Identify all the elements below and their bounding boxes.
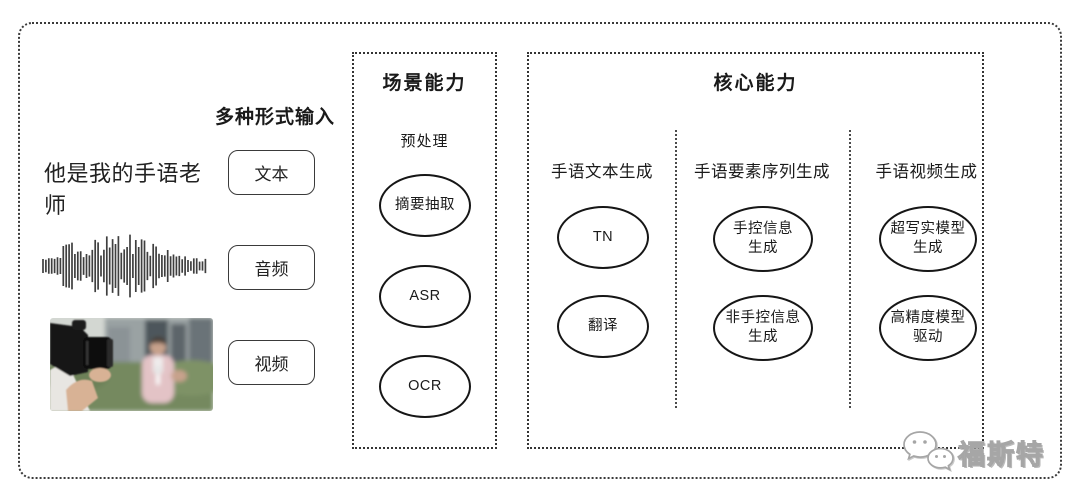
scene-box-title: 场景能力 [382, 73, 467, 94]
node-label: 高精度模型 [890, 310, 966, 327]
node-label: 驱动 [913, 329, 943, 345]
node-asr: ASR [379, 265, 471, 328]
column-header: 手语视频生成 [875, 163, 978, 181]
node-label: 超写实模型 [890, 221, 966, 238]
node-label: 手控信息 [733, 221, 793, 238]
node-label: 生成 [913, 240, 943, 256]
node-summary-extraction: 摘要抽取 [379, 174, 471, 237]
input-type-text-box: 文本 [228, 150, 315, 195]
node-ocr: OCR [379, 355, 471, 418]
node-label: 非手控信息 [725, 310, 801, 327]
input-type-video-box: 视频 [228, 340, 315, 385]
core-box-title: 核心能力 [713, 73, 798, 94]
scene-capability-box: 场景能力 预处理 摘要抽取 ASR OCR [352, 52, 497, 449]
watermark-text: 福斯特 [958, 439, 1045, 470]
node-hyperrealistic-model-generation: 超写实模型 生成 [879, 206, 977, 272]
input-section-title: 多种形式输入 [214, 107, 335, 128]
node-label: 摘要抽取 [395, 197, 455, 214]
node-high-precision-model-driving: 高精度模型 驱动 [879, 295, 977, 361]
node-label: TN [592, 229, 614, 246]
preprocess-label: 预处理 [400, 133, 449, 150]
node-translation: 翻译 [557, 295, 649, 358]
core-capability-box: 核心能力 手语文本生成 TN 翻译 手语要素序列生成 手控信息 生成 非手控信息… [527, 52, 984, 449]
node-label: 生成 [748, 329, 778, 345]
column-sign-text-generation: 手语文本生成 TN 翻译 [529, 54, 675, 447]
audio-waveform-icon [40, 230, 210, 302]
column-sign-element-sequence-generation: 手语要素序列生成 手控信息 生成 非手控信息 生成 [675, 54, 849, 447]
wechat-bubbles-icon [903, 431, 954, 472]
node-label: ASR [409, 288, 441, 305]
column-sign-video-generation: 手语视频生成 超写实模型 生成 高精度模型 驱动 [849, 54, 982, 447]
node-manual-info-generation: 手控信息 生成 [713, 206, 813, 272]
column-divider [849, 130, 851, 408]
input-type-audio-box: 音频 [228, 245, 315, 290]
outer-dotted-frame [18, 22, 1062, 479]
column-header: 手语文本生成 [551, 163, 653, 181]
node-label: OCR [408, 378, 442, 395]
column-divider [675, 130, 677, 408]
sample-text-sentence: 他是我的手语老师 [44, 161, 202, 218]
column-header: 手语要素序列生成 [694, 163, 830, 181]
node-label: 生成 [748, 240, 778, 256]
node-tn: TN [557, 206, 649, 269]
watermark: 福斯特 [902, 428, 1072, 476]
node-non-manual-info-generation: 非手控信息 生成 [713, 295, 813, 361]
video-thumbnail-photo [50, 318, 213, 411]
node-label: 翻译 [588, 318, 618, 335]
